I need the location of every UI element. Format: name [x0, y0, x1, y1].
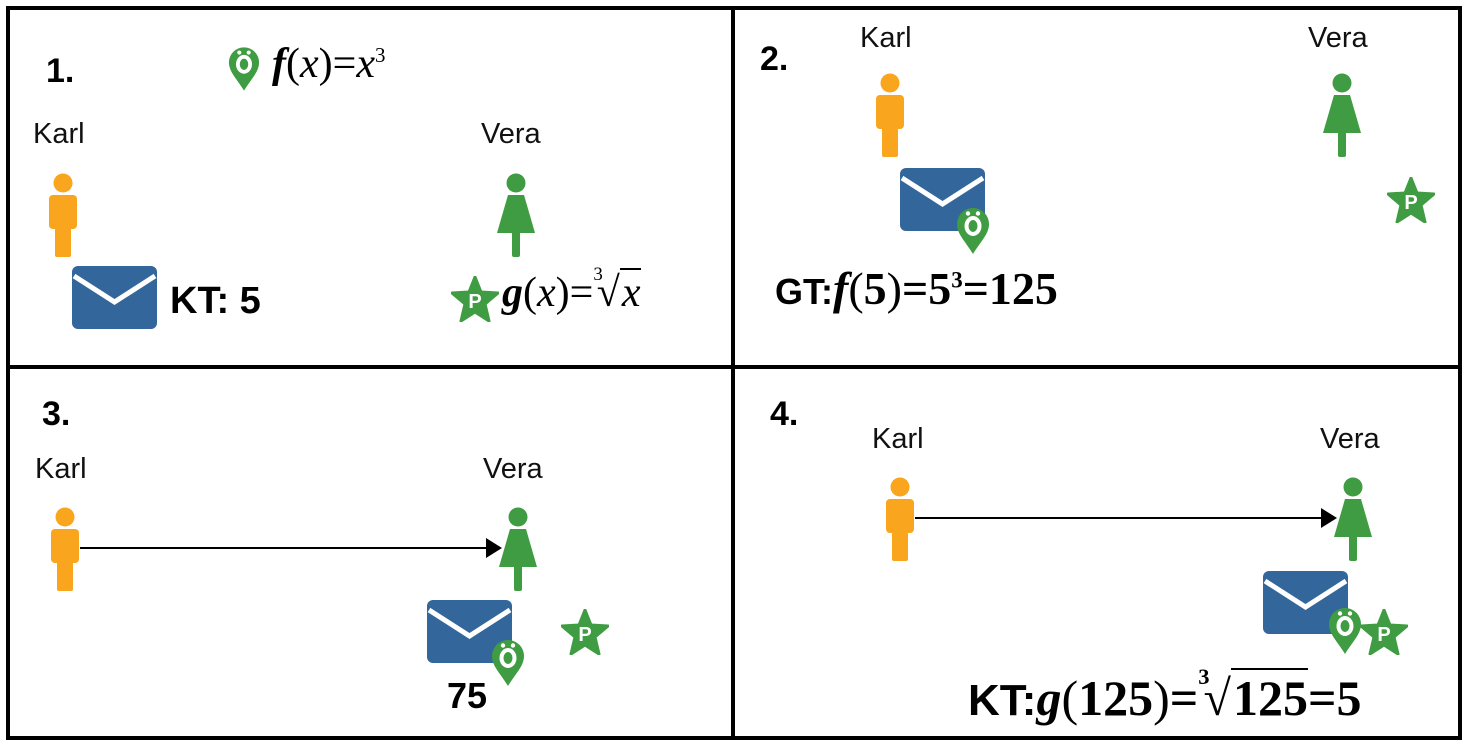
step-number: 1. — [46, 52, 75, 90]
radicand: 125 — [1230, 668, 1308, 726]
private-key-formula: g(x)=3√x — [502, 264, 641, 316]
public-key-formula: f(x)=fx3 — [272, 41, 386, 87]
map-pin-icon — [1328, 607, 1362, 655]
person-male-icon — [48, 173, 78, 257]
g: g — [502, 270, 523, 316]
plaintext-label: KT: 5 — [170, 280, 261, 322]
vera-label: Vera — [1320, 423, 1380, 455]
decryption-formula: KT:g(125)=3√125=5 — [968, 664, 1362, 726]
person-female-icon — [1322, 73, 1362, 157]
root-index: 3 — [1198, 664, 1210, 689]
gt-label: GT: — [775, 271, 833, 312]
eq: = — [901, 263, 929, 314]
step-number: 2. — [760, 40, 789, 78]
person-male-icon — [885, 477, 915, 561]
eq: = — [1169, 670, 1199, 726]
person-female-icon — [498, 507, 538, 591]
person-female-icon — [1333, 477, 1373, 561]
vera-label: Vera — [1308, 22, 1368, 54]
vertical-divider — [731, 6, 735, 740]
karl-label: Karl — [860, 22, 912, 54]
person-male-icon — [875, 73, 905, 157]
step-number: 4. — [770, 395, 799, 433]
person-male-icon — [50, 507, 80, 591]
star-badge-icon — [1360, 609, 1408, 655]
karl-label: Karl — [33, 118, 85, 150]
f: f — [272, 41, 286, 87]
map-pin-icon — [491, 639, 525, 687]
star-badge-icon — [561, 609, 609, 655]
envelope-value: 75 — [447, 675, 488, 716]
eq: = — [962, 263, 989, 314]
root-index: 3 — [593, 264, 603, 285]
arrow — [80, 538, 502, 558]
star-badge-icon — [1387, 177, 1435, 223]
karl-label: Karl — [872, 423, 924, 455]
star-badge-icon — [451, 276, 499, 322]
kt-label: KT: — [968, 676, 1037, 725]
ciphertext-formula: GT:f(5)=53=125 — [775, 263, 1058, 314]
map-pin-icon — [956, 207, 990, 255]
vera-label: Vera — [481, 118, 541, 150]
f: f — [833, 263, 849, 314]
envelope-icon — [72, 266, 157, 329]
arrow — [915, 508, 1337, 528]
map-pin-icon — [228, 46, 260, 92]
karl-label: Karl — [35, 453, 87, 485]
step-number: 3. — [42, 395, 71, 433]
person-female-icon — [496, 173, 536, 257]
base: 5 — [928, 263, 952, 314]
exp: 3 — [951, 267, 963, 293]
arg: 125 — [1078, 670, 1154, 726]
arg: 5 — [863, 263, 887, 314]
result: 125 — [988, 263, 1058, 314]
result: 5 — [1336, 670, 1362, 726]
exp: 3 — [375, 43, 386, 67]
eq: = — [332, 41, 357, 87]
eq: = — [1307, 670, 1337, 726]
vera-label: Vera — [483, 453, 543, 485]
horizontal-divider — [6, 365, 1462, 369]
g: g — [1036, 670, 1062, 726]
